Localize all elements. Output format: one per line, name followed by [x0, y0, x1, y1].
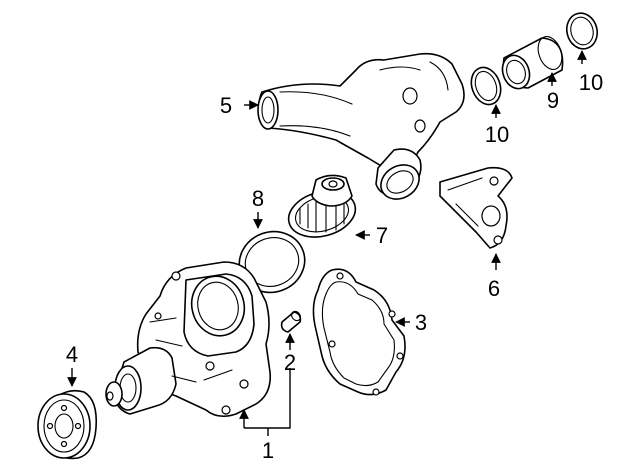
callout-3: 3 [415, 310, 427, 335]
seal-ring-lower [470, 66, 502, 106]
callout-2: 2 [284, 350, 296, 375]
thermostat-housing [257, 52, 465, 200]
callout-10-upper: 10 [579, 70, 603, 95]
callout-9: 9 [547, 88, 559, 113]
callout-10-lower: 10 [485, 122, 509, 147]
callout-labels: 5 10 9 10 8 7 6 3 2 4 1 [66, 70, 603, 463]
thermostat [287, 174, 357, 238]
leader-lines [67, 50, 587, 436]
pump-gasket [312, 268, 406, 396]
mounting-bracket [439, 166, 513, 249]
water-pump [105, 261, 272, 418]
callout-1: 1 [262, 438, 274, 463]
leader-1-bracket [244, 368, 291, 429]
seal-ring-upper [565, 12, 599, 50]
callout-6: 6 [488, 276, 500, 301]
callout-4: 4 [66, 342, 78, 367]
callout-7: 7 [376, 223, 388, 248]
callout-5: 5 [220, 93, 232, 118]
pump-pulley [37, 389, 98, 460]
connector-pipe [501, 36, 564, 90]
dowel-pin [280, 310, 302, 333]
callout-8: 8 [252, 186, 264, 211]
